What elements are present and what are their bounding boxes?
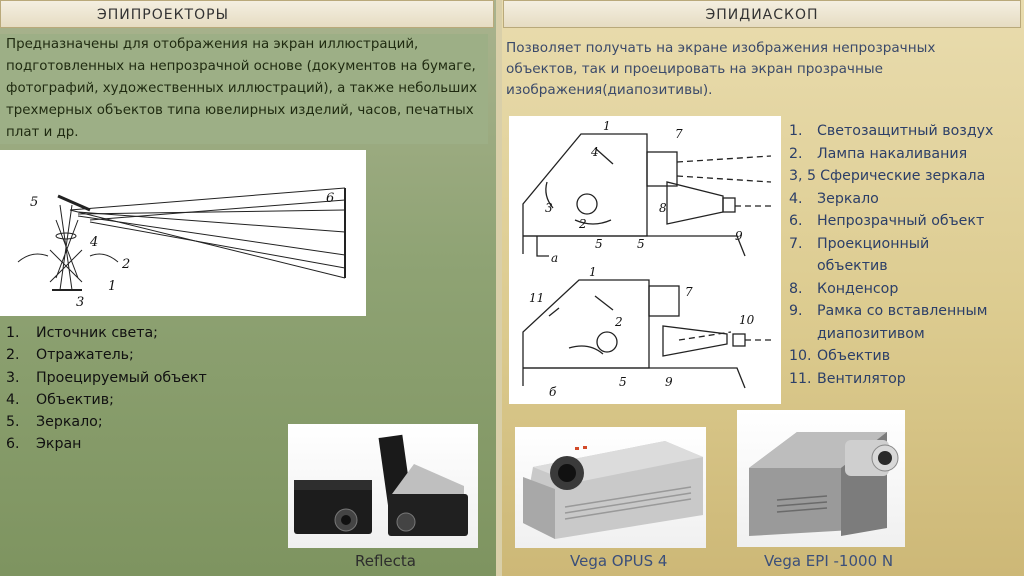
list-item: 1.Источник света; [6,325,158,341]
list-item: 2.Отражатель; [6,347,134,364]
diagram-label: 2 [578,217,587,231]
epidiascope-diagram: 1 7 4 3 2 8 5 5 9 а 1 11 7 2 10 5 9 б [509,116,781,404]
diagram-label: 10 [739,313,755,327]
diagram-label: 6 [326,191,334,206]
diagram-label: 2 [121,257,130,272]
epidiascope-description: Позволяет получать на экране изображения… [506,40,936,98]
diagram-label: 5 [619,375,627,389]
diagram-label: 5 [637,237,645,251]
list-item: 2.Лампа накаливания [789,145,968,162]
diagram-label: 11 [529,291,544,305]
list-item: 8.Конденсор [789,280,899,297]
vega-opus-photo [515,427,706,548]
diagram-label: 1 [603,119,611,133]
list-item: 7.Проекционный объектив [789,235,930,275]
list-item: 11.Вентилятор [789,370,906,387]
list-item: 9.Рамка со вставленным диапозитивом [789,303,988,342]
diagram-label: 2 [614,315,623,329]
diagram-label: 1 [589,265,597,279]
epidiascope-header: ЭПИДИАСКОП [503,0,1021,28]
vega-opus-caption: Vega OPUS 4 [570,552,668,570]
vega-epi-photo [737,410,905,547]
list-item: 10.Объектив [789,348,891,364]
list-item: 4.Объектив; [6,391,114,408]
diagram-label: 4 [89,235,98,250]
diagram-label: 4 [590,145,599,159]
diagram-label: 5 [30,195,38,210]
episcope-description: Предназначены для отображения на экран и… [0,34,488,144]
epidiascope-parts-list: 1.Светозащитный воздух 2.Лампа накаливан… [789,120,1007,390]
diagram-label: 7 [685,285,693,299]
reflecta-photo [288,424,478,548]
episcope-diagram: 5 4 2 1 3 6 [0,150,366,316]
reflecta-caption: Reflecta [355,552,416,570]
vega-epi-caption: Vega EPI -1000 N [764,552,894,570]
list-item: 3.Проецируемый объект [6,369,207,386]
diagram-label: 8 [659,201,667,215]
diagram-label: 9 [735,229,743,243]
list-item: 5.Зеркало; [6,414,103,431]
list-item: 6.Непрозрачный объект [789,213,985,229]
diagram-label: б [549,385,557,399]
episcope-parts-list: 1.Источник света; 2.Отражатель; 3.Проеци… [6,322,207,456]
diagram-label: 7 [675,127,683,141]
episcope-header: ЭПИПРОЕКТОРЫ [0,0,494,28]
list-item: 4.Зеркало [789,190,879,207]
diagram-label: а [551,251,558,265]
diagram-label: 5 [595,237,603,251]
diagram-label: 3 [76,295,84,310]
list-item: 6.Экран [6,436,82,453]
diagram-label: 9 [665,375,673,389]
diagram-label: 1 [108,279,116,294]
diagram-label: 3 [545,201,553,215]
list-item: 1.Светозащитный воздух [789,123,994,139]
panel-divider [496,0,502,576]
